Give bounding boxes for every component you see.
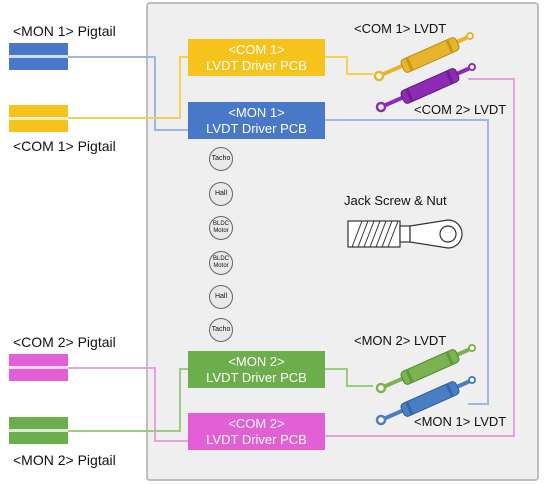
- mon2-lvdt-icon: [375, 344, 476, 394]
- wire-mon1-pcb-to-lvdt: [325, 119, 489, 405]
- com2-pigtail-label: <COM 2> Pigtail: [13, 334, 116, 350]
- mon1-pigtail-bar-stripe: [9, 55, 68, 58]
- com2-lvdt-icon: [375, 63, 476, 113]
- mon2-pigtail-label: <MON 2> Pigtail: [13, 452, 116, 468]
- wire-mon1-pigtail-to-pcb: [68, 56, 188, 131]
- mon2-pcb-title: <MON 2>: [228, 353, 285, 369]
- mon2-pcb-subtitle: LVDT Driver PCB: [206, 369, 307, 385]
- mon1-pcb-subtitle: LVDT Driver PCB: [206, 120, 307, 136]
- mon1-pigtail-label: <MON 1> Pigtail: [13, 23, 116, 39]
- com1-lvdt-label: <COM 1> LVDT: [354, 21, 447, 36]
- wire-mon2-pigtail-to-pcb: [68, 368, 188, 432]
- wire-com2-pcb-to-lvdt: [325, 78, 515, 437]
- mon1-lvdt-icon: [375, 376, 476, 426]
- jack-screw-label: Jack Screw & Nut: [344, 193, 447, 208]
- hall-sensor-component: Hall: [209, 285, 233, 309]
- wire-com1-pigtail-to-pcb: [68, 56, 188, 119]
- hall-sensor-component: Hall: [209, 182, 233, 206]
- wire-mon2-pcb-to-lvdt: [325, 368, 373, 387]
- jack-screw-icon: [347, 219, 463, 249]
- com1-pcb-subtitle: LVDT Driver PCB: [206, 57, 307, 73]
- com2-driver-pcb: <COM 2> LVDT Driver PCB: [188, 413, 325, 450]
- com2-pcb-title: <COM 2>: [228, 415, 285, 431]
- com1-pigtail-label: <COM 1> Pigtail: [13, 138, 116, 154]
- wire-com1-pcb-to-lvdt: [325, 56, 373, 75]
- com2-pigtail-bar-stripe: [9, 366, 68, 369]
- mon1-lvdt-label: <MON 1> LVDT: [414, 414, 507, 429]
- mon2-pigtail-bar-stripe: [9, 429, 68, 432]
- com2-lvdt-label: <COM 2> LVDT: [414, 102, 507, 117]
- com1-driver-pcb: <COM 1> LVDT Driver PCB: [188, 39, 325, 76]
- mon1-driver-pcb: <MON 1> LVDT Driver PCB: [188, 102, 325, 139]
- com1-lvdt-icon: [373, 32, 474, 82]
- wire-com2-pigtail-to-pcb: [68, 367, 188, 442]
- mon1-pcb-title: <MON 1>: [228, 104, 285, 120]
- com1-pigtail-bar-stripe: [9, 117, 68, 120]
- mon2-lvdt-label: <MON 2> LVDT: [354, 333, 447, 348]
- tacho-component: Tacho: [209, 147, 233, 171]
- com2-pcb-subtitle: LVDT Driver PCB: [206, 431, 307, 447]
- tacho-component: Tacho: [209, 318, 233, 342]
- com1-pcb-title: <COM 1>: [228, 41, 285, 57]
- mon2-driver-pcb: <MON 2> LVDT Driver PCB: [188, 351, 325, 388]
